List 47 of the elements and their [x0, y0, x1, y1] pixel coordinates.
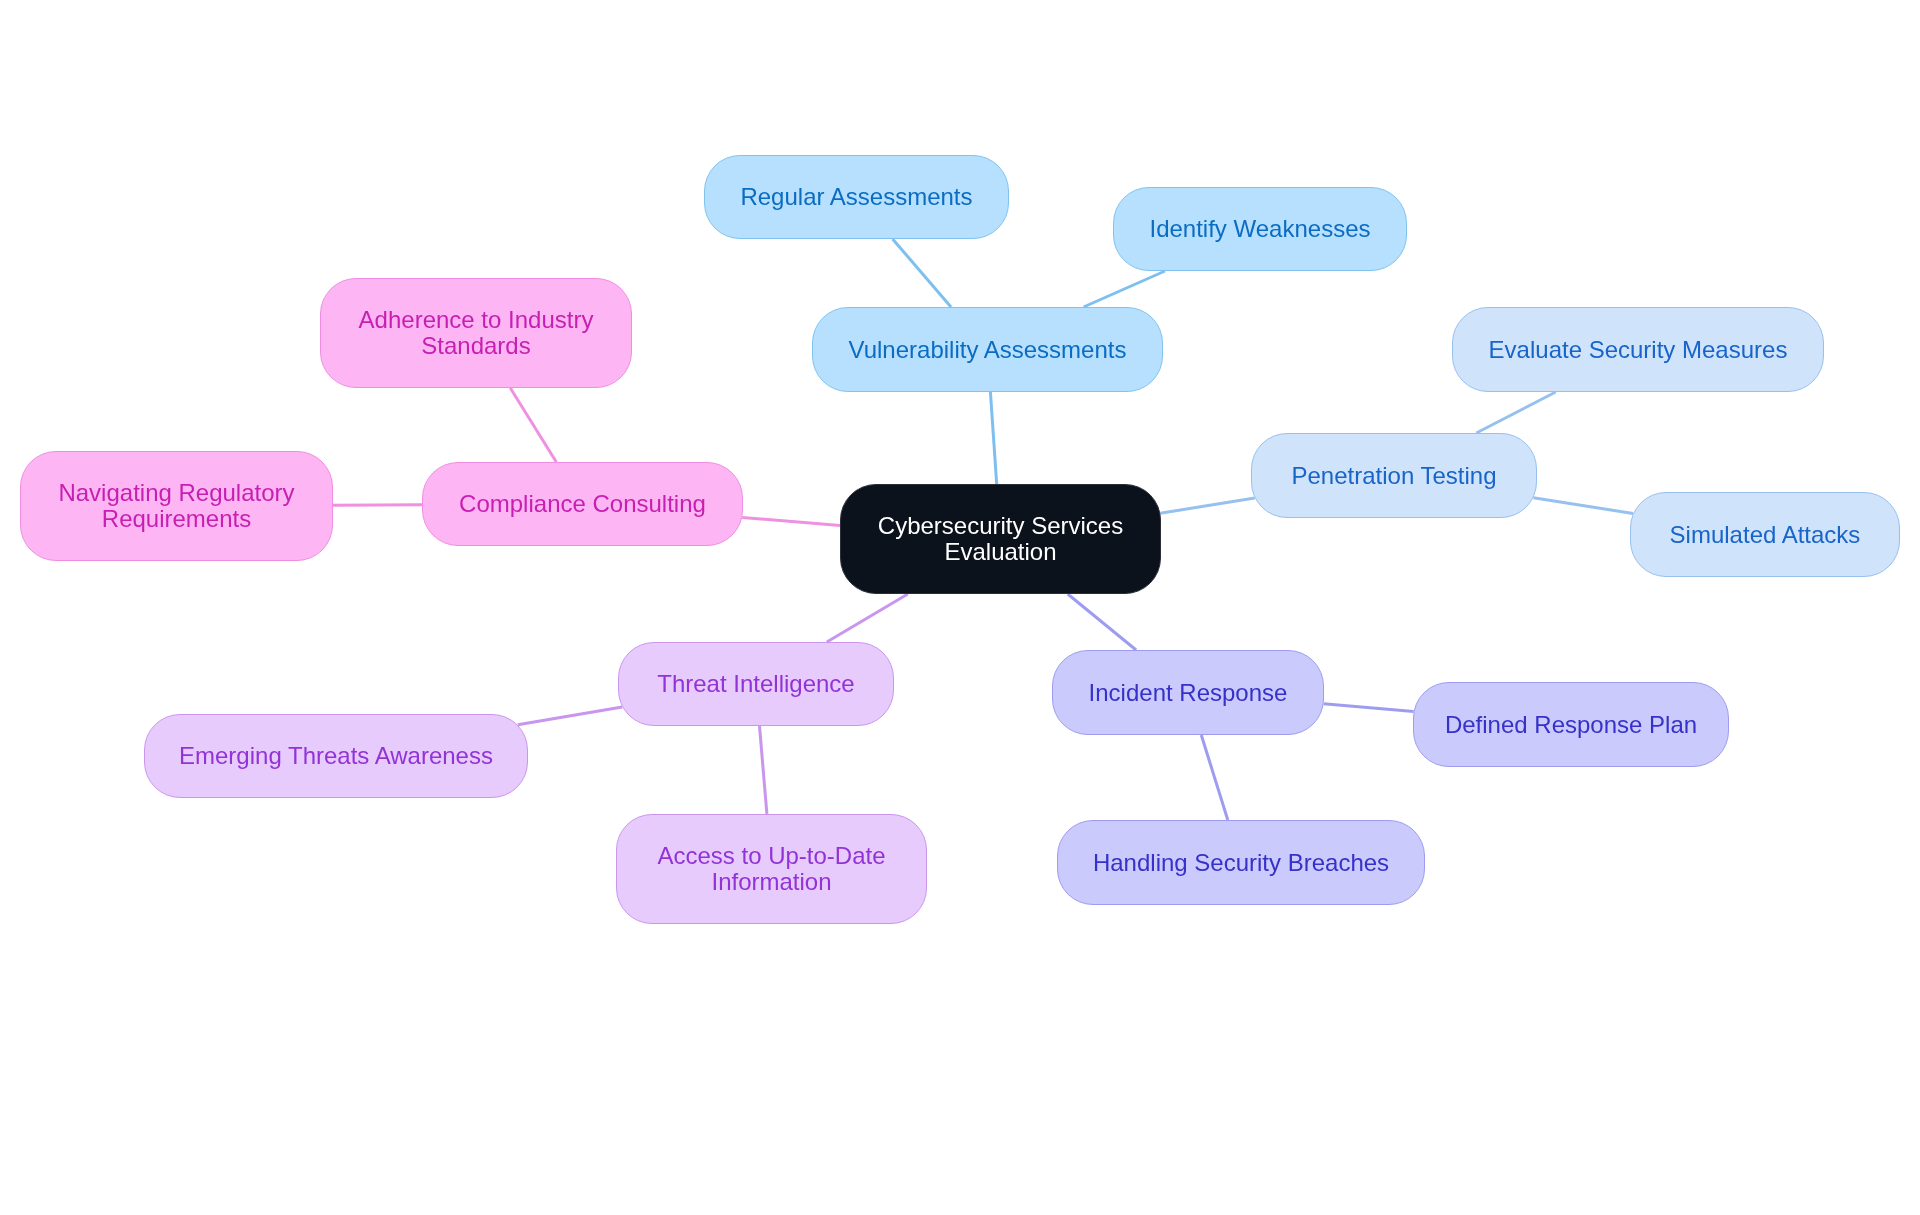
- topic-node: [1057, 820, 1425, 905]
- topic-node: [1452, 307, 1824, 392]
- topic-label: Navigating Regulatory Requirements: [57, 480, 296, 532]
- topic-node: [1052, 650, 1324, 735]
- topic-label: Defined Response Plan: [1444, 711, 1698, 738]
- connector-line: [826, 592, 909, 644]
- topic-node: [618, 642, 894, 726]
- connector-line: [333, 503, 422, 507]
- topic-node: [704, 155, 1009, 239]
- topic-node: [616, 814, 927, 924]
- topic-label: Evaluate Security Measures: [1488, 336, 1788, 363]
- topic-node: [1630, 492, 1900, 577]
- connector-line: [1323, 702, 1414, 713]
- central-topic-node: [840, 484, 1161, 594]
- topic-label: Regular Assessments: [740, 184, 973, 210]
- topic-label: Cybersecurity Services Evaluation: [876, 513, 1125, 565]
- connector-line: [758, 725, 769, 815]
- topic-label: Identify Weaknesses: [1149, 216, 1371, 242]
- topic-label: Threat Intelligence: [657, 671, 855, 697]
- connector-line: [742, 515, 841, 528]
- topic-node: [812, 307, 1163, 392]
- topic-node: [1113, 187, 1407, 271]
- connector-line: [1475, 390, 1557, 435]
- topic-label: Simulated Attacks: [1669, 521, 1861, 548]
- topic-label: Vulnerability Assessments: [848, 336, 1127, 363]
- topic-label: Incident Response: [1088, 679, 1288, 706]
- connector-line: [517, 705, 623, 727]
- connector-line: [1160, 496, 1255, 515]
- topic-node: [1413, 682, 1729, 767]
- connector-line: [1066, 592, 1138, 652]
- topic-label: Adherence to Industry Standards: [357, 307, 595, 359]
- topic-node: [144, 714, 528, 798]
- connector-line: [509, 387, 558, 463]
- topic-label: Penetration Testing: [1291, 462, 1497, 489]
- topic-label: Compliance Consulting: [459, 491, 706, 517]
- connector-line: [988, 391, 999, 485]
- connector-line: [1083, 269, 1166, 309]
- topic-node: [20, 451, 333, 561]
- topic-label: Handling Security Breaches: [1092, 849, 1390, 876]
- topic-label: Emerging Threats Awareness: [179, 743, 493, 769]
- topic-node: [1251, 433, 1537, 518]
- topic-node: [320, 278, 632, 388]
- topic-node: [422, 462, 743, 546]
- connector-line: [1533, 496, 1634, 515]
- topic-label: Access to Up-to-Date Information: [656, 843, 887, 895]
- connector-line: [891, 238, 953, 308]
- connector-line: [1199, 734, 1230, 821]
